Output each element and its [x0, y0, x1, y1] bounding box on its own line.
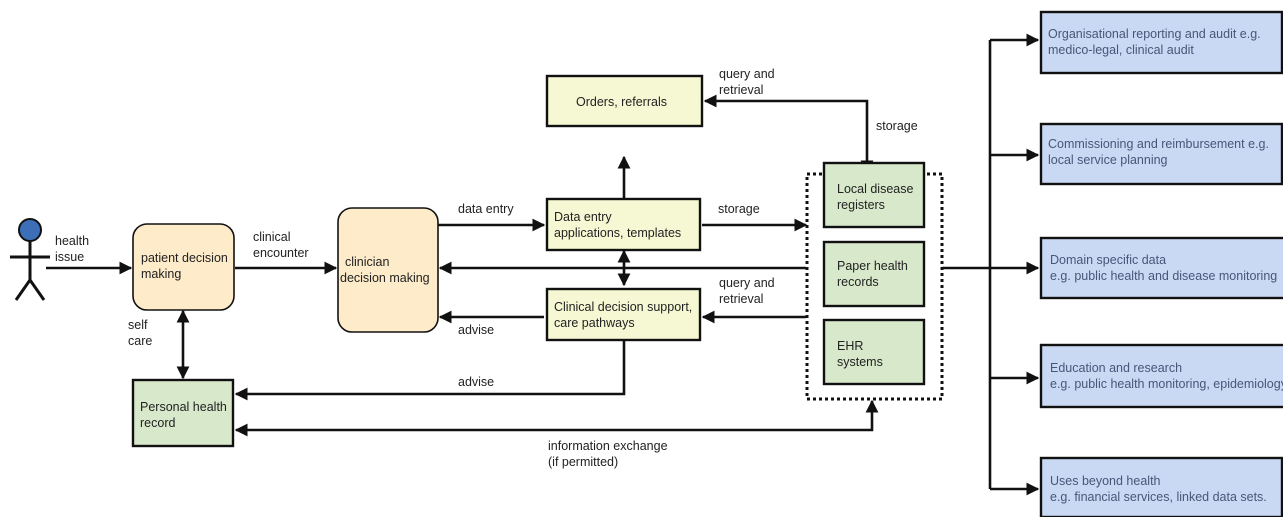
label-query-retrieval-top-1: query and	[719, 67, 775, 81]
label-info-exchange-1: information exchange	[548, 439, 668, 453]
clinical-decision-support-box: Clinical decision support, care pathways	[545, 287, 702, 342]
local-registers-line-2: registers	[837, 198, 885, 212]
paper-records-line-2: records	[837, 275, 879, 289]
paper-records-line-1: Paper health	[837, 259, 908, 273]
output-4-line-1: Education and research	[1050, 361, 1182, 375]
output-1-line-1: Organisational reporting and audit e.g.	[1048, 27, 1261, 41]
patient-decision-box: patient decision making	[132, 223, 235, 311]
label-query-retrieval-mid-2: retrieval	[719, 292, 763, 306]
label-query-retrieval-top-2: retrieval	[719, 83, 763, 97]
orders-referrals-box: Orders, referrals	[545, 74, 704, 128]
arrow-advise-low	[234, 340, 626, 401]
output-5-line-2: e.g. financial services, linked data set…	[1050, 490, 1267, 504]
clinician-decision-line-2: decision making	[340, 271, 430, 285]
output-1-line-2: medico-legal, clinical audit	[1048, 43, 1194, 57]
patient-decision-line-2: making	[141, 267, 181, 281]
label-data-entry: data entry	[458, 202, 514, 216]
patient-decision-line-1: patient decision	[141, 251, 228, 265]
data-entry-apps-line-1: Data entry	[554, 210, 612, 224]
label-health-issue-2: issue	[55, 250, 84, 264]
output-5-line-1: Uses beyond health	[1050, 474, 1161, 488]
ehr-systems-line-2: systems	[837, 355, 883, 369]
person-icon	[10, 218, 50, 301]
label-storage-mid: storage	[718, 202, 760, 216]
arrow-information-exchange	[234, 399, 879, 437]
label-self-care-1: self	[128, 318, 148, 332]
clinician-decision-box: clinician decision making	[337, 207, 439, 333]
label-self-care-2: care	[128, 334, 152, 348]
ehr-systems-box: EHR systems	[822, 318, 926, 386]
output-education-research: Education and research e.g. public healt…	[1039, 343, 1283, 409]
personal-record-line-2: record	[140, 416, 175, 430]
person-head	[18, 218, 42, 242]
output-3-line-2: e.g. public health and disease monitorin…	[1050, 269, 1277, 283]
label-health-issue-1: health	[55, 234, 89, 248]
data-entry-apps-line-2: applications, templates	[554, 226, 681, 240]
output-organisational-reporting: Organisational reporting and audit e.g. …	[1039, 10, 1283, 75]
local-disease-registers-box: Local disease registers	[822, 161, 926, 229]
label-query-retrieval-mid-1: query and	[719, 276, 775, 290]
output-2-line-1: Commissioning and reimbursement e.g.	[1048, 137, 1269, 151]
flow-arrows	[46, 33, 1040, 496]
data-entry-applications-box: Data entry applications, templates	[545, 197, 702, 252]
paper-health-records-box: Paper health records	[822, 240, 926, 308]
label-clinical-encounter-2: encounter	[253, 246, 309, 260]
output-uses-beyond-health: Uses beyond health e.g. financial servic…	[1039, 456, 1283, 517]
output-commissioning: Commissioning and reimbursement e.g. loc…	[1039, 122, 1283, 186]
local-registers-line-1: Local disease	[837, 182, 913, 196]
label-info-exchange-2: (if permitted)	[548, 455, 618, 469]
clinician-decision-line-1: clinician	[345, 255, 390, 269]
label-advise-mid: advise	[458, 323, 494, 337]
label-advise-low: advise	[458, 375, 494, 389]
clinical-support-line-2: care pathways	[554, 316, 635, 330]
output-2-line-2: local service planning	[1048, 153, 1168, 167]
output-3-line-1: Domain specific data	[1050, 253, 1166, 267]
personal-record-line-1: Personal health	[140, 400, 227, 414]
output-domain-specific: Domain specific data e.g. public health …	[1039, 236, 1283, 300]
clinical-support-line-1: Clinical decision support,	[554, 300, 692, 314]
output-4-line-2: e.g. public health monitoring, epidemiol…	[1050, 377, 1283, 391]
orders-referrals-label: Orders, referrals	[576, 95, 667, 109]
label-storage-top: storage	[876, 119, 918, 133]
ehr-systems-line-1: EHR	[837, 339, 863, 353]
personal-health-record-box: Personal health record	[131, 378, 235, 448]
arrow-orders-repository	[703, 94, 874, 174]
label-clinical-encounter-1: clinical	[253, 230, 291, 244]
